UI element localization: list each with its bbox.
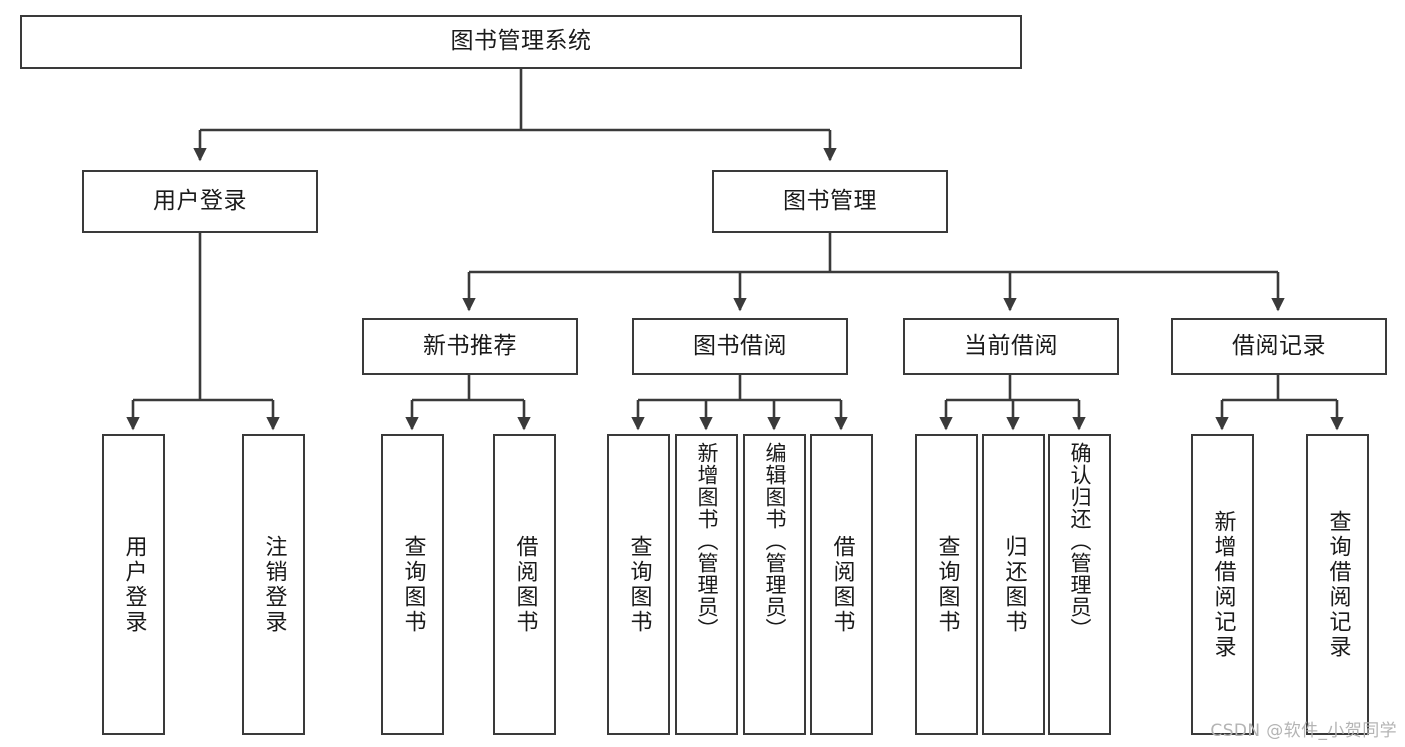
leaf-rec-borrow[interactable]: 借阅图书	[493, 434, 556, 735]
node-user-login-label: 用户登录	[153, 187, 247, 214]
leaf-rec-search-label: 查询借阅记录	[1325, 509, 1351, 660]
leaf-logout-label: 注销登录	[261, 534, 287, 635]
leaf-borrow-lend-label: 借阅图书	[829, 534, 855, 635]
node-root[interactable]: 图书管理系统	[20, 15, 1022, 69]
node-current-borrow[interactable]: 当前借阅	[903, 318, 1119, 375]
node-borrow-record-label: 借阅记录	[1232, 332, 1326, 359]
leaf-borrow-query[interactable]: 查询图书	[607, 434, 670, 735]
node-new-book-rec[interactable]: 新书推荐	[362, 318, 578, 375]
leaf-rec-add[interactable]: 新增借阅记录	[1191, 434, 1254, 735]
leaf-borrow-lend[interactable]: 借阅图书	[810, 434, 873, 735]
node-root-label: 图书管理系统	[450, 28, 592, 55]
leaf-logout[interactable]: 注销登录	[242, 434, 305, 735]
leaf-rec-search[interactable]: 查询借阅记录	[1306, 434, 1369, 735]
leaf-user-login-label: 用户登录	[121, 534, 147, 635]
node-book-borrow-label: 图书借阅	[693, 332, 787, 359]
leaf-rec-query-label: 查询图书	[400, 534, 426, 635]
leaf-borrow-add[interactable]: 新增图书（管理员）	[675, 434, 738, 735]
node-user-login[interactable]: 用户登录	[82, 170, 318, 233]
leaf-borrow-add-label: 新增图书（管理员）	[695, 442, 719, 640]
node-new-book-rec-label: 新书推荐	[423, 332, 517, 359]
csdn-watermark: CSDN @软件_小贺同学	[1210, 721, 1397, 741]
node-book-borrow[interactable]: 图书借阅	[632, 318, 848, 375]
node-book-manage[interactable]: 图书管理	[712, 170, 948, 233]
leaf-rec-add-label: 新增借阅记录	[1210, 509, 1236, 660]
leaf-borrow-edit[interactable]: 编辑图书（管理员）	[743, 434, 806, 735]
node-book-manage-label: 图书管理	[783, 187, 877, 214]
node-borrow-record[interactable]: 借阅记录	[1171, 318, 1387, 375]
leaf-borrow-query-label: 查询图书	[626, 534, 652, 635]
leaf-cur-return-label: 归还图书	[1001, 534, 1027, 635]
leaf-rec-borrow-label: 借阅图书	[512, 534, 538, 635]
leaf-cur-query[interactable]: 查询图书	[915, 434, 978, 735]
leaf-rec-query[interactable]: 查询图书	[381, 434, 444, 735]
leaf-borrow-edit-label: 编辑图书（管理员）	[763, 442, 787, 640]
node-current-borrow-label: 当前借阅	[964, 332, 1058, 359]
leaf-cur-return[interactable]: 归还图书	[982, 434, 1045, 735]
leaf-cur-confirm[interactable]: 确认归还（管理员）	[1048, 434, 1111, 735]
leaf-cur-query-label: 查询图书	[934, 534, 960, 635]
leaf-cur-confirm-label: 确认归还（管理员）	[1068, 442, 1092, 640]
leaf-user-login[interactable]: 用户登录	[102, 434, 165, 735]
